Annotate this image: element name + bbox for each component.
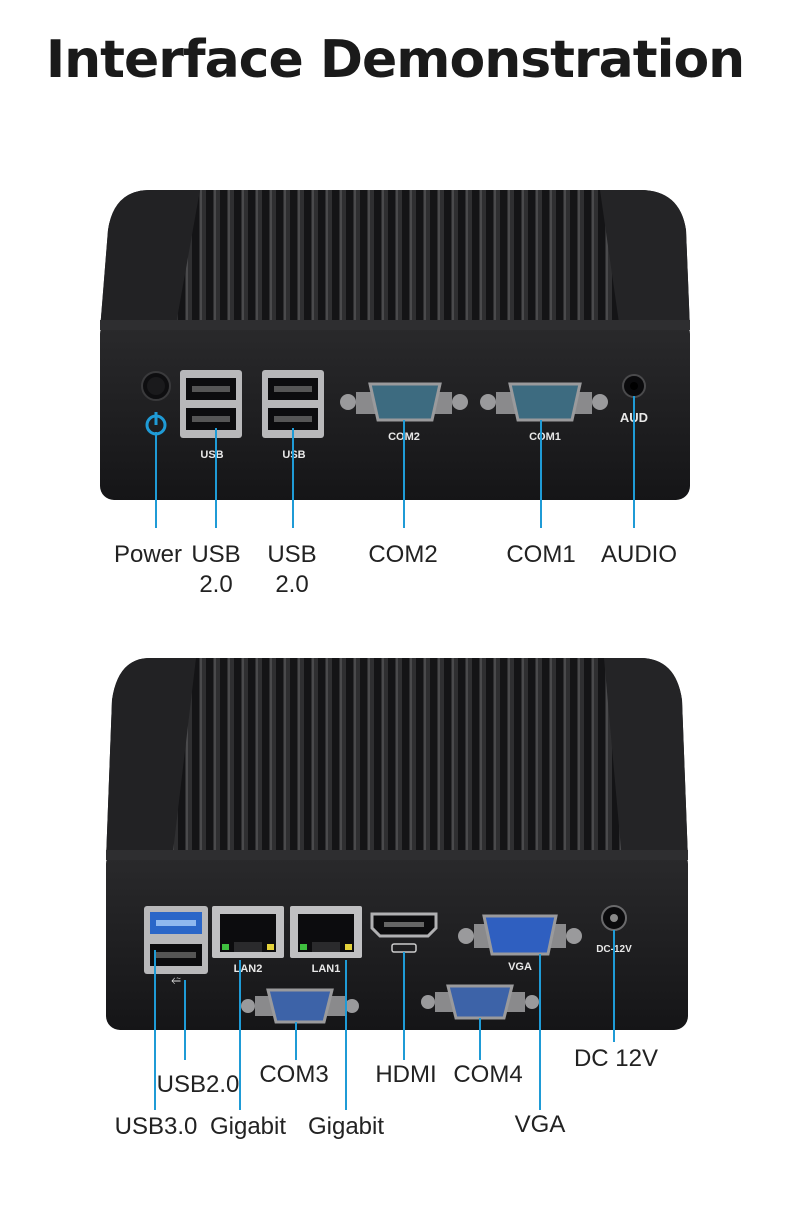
vga-port [458,914,582,956]
callout-hdmi: HDMI [375,1061,437,1088]
callout-usb-1-line2: 2.0 [199,571,233,598]
callout-dc12v: DC 12V [573,1045,659,1072]
callout-usb30: USB3.0 [114,1113,198,1140]
callout-usb-1-line1: USB [191,541,241,568]
lan2-port [212,906,284,958]
com3-port [241,988,359,1024]
top-unit-scene: USB USB COM2 COM1 AUD [0,170,790,770]
callout-gigabit-lan1: Gigabit [307,1113,385,1140]
bottom-unit-drawing: ⭉ LAN2 LAN1 [106,658,688,1110]
callout-gigabit-lan2: Gigabit [209,1113,287,1140]
hdmi-port [370,912,438,938]
bottom-callout-lines [154,930,615,1110]
rear-panel [106,850,688,1030]
power-button [141,371,171,401]
usb-port-stack-1 [180,370,242,438]
lan1-port [290,906,362,958]
com1-port [480,382,608,422]
heatsink-top [100,190,690,330]
callout-usb-2-line2: 2.0 [275,571,309,598]
callout-usb20: USB2.0 [156,1071,240,1098]
usb-port-stack-2 [262,370,324,438]
usb-icon: ⭉ [171,973,181,987]
callout-com4: COM4 [453,1061,523,1088]
usb-a-silk: USB [200,449,223,461]
callout-usb-2-line1: USB [267,541,317,568]
dc-jack [601,905,627,931]
lan1-silk: LAN1 [312,963,341,975]
usb-b-silk: USB [282,449,305,461]
callout-vga: VGA [514,1111,566,1138]
usb-stack-rear [144,906,208,974]
com2-port [340,382,468,422]
lan2-silk: LAN2 [234,963,263,975]
callout-com2: COM2 [368,541,438,568]
top-unit-drawing: USB USB COM2 COM1 AUD [100,190,690,528]
callout-com1: COM1 [506,541,576,568]
callout-usb-1: USB 2.0 [186,540,246,600]
audio-jack [622,374,646,398]
callout-com3: COM3 [259,1061,329,1088]
com1-silk: COM1 [529,431,561,443]
callout-usb-2: USB 2.0 [262,540,322,600]
bottom-unit-scene: ⭉ LAN2 LAN1 [0,650,790,1209]
page-title: Interface Demonstration [45,30,745,90]
callout-power: Power [113,541,183,568]
callout-audio: AUDIO [600,541,677,568]
top-callout-lines [155,396,635,528]
vga-silk: VGA [508,961,532,973]
heatsink-bottom [106,658,688,860]
com4-port [421,984,539,1020]
